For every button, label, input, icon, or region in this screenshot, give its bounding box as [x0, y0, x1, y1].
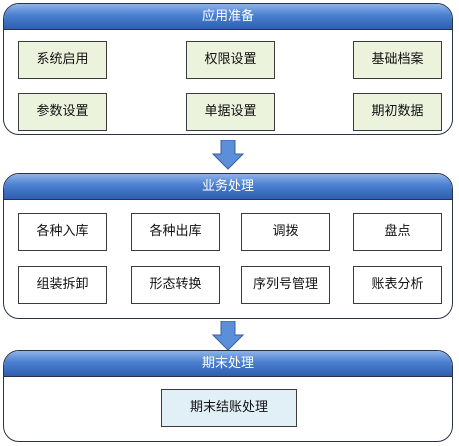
box-stocktake: 盘点 [353, 213, 442, 251]
box-transfer: 调拨 [241, 213, 330, 251]
box-serial-number-management: 序列号管理 [241, 266, 330, 304]
box-system-enable: 系统启用 [18, 41, 107, 79]
box-period-end-closing: 期末结账处理 [161, 389, 297, 427]
section-closing: 期末处理 期末结账处理 [3, 350, 453, 442]
box-basic-archives: 基础档案 [353, 41, 442, 79]
box-opening-data: 期初数据 [353, 93, 442, 131]
flow-arrow-down-icon [212, 321, 244, 351]
section-prep: 应用准备 系统启用 权限设置 基础档案 参数设置 单据设置 期初数据 [3, 3, 453, 135]
section-prep-title: 应用准备 [4, 4, 452, 30]
section-business-title: 业务处理 [4, 174, 452, 200]
box-inbound: 各种入库 [18, 213, 107, 251]
box-permission-settings: 权限设置 [186, 41, 275, 79]
section-business: 业务处理 各种入库 各种出库 调拨 盘点 组装拆卸 形态转换 序列号管理 账表分… [3, 173, 453, 319]
box-form-conversion: 形态转换 [131, 266, 220, 304]
flow-arrow-down-icon [212, 140, 244, 170]
box-outbound: 各种出库 [131, 213, 220, 251]
box-assembly-disassembly: 组装拆卸 [18, 266, 107, 304]
box-report-analysis: 账表分析 [353, 266, 442, 304]
box-parameter-settings: 参数设置 [18, 93, 107, 131]
box-document-settings: 单据设置 [186, 93, 275, 131]
section-closing-title: 期末处理 [4, 351, 452, 377]
